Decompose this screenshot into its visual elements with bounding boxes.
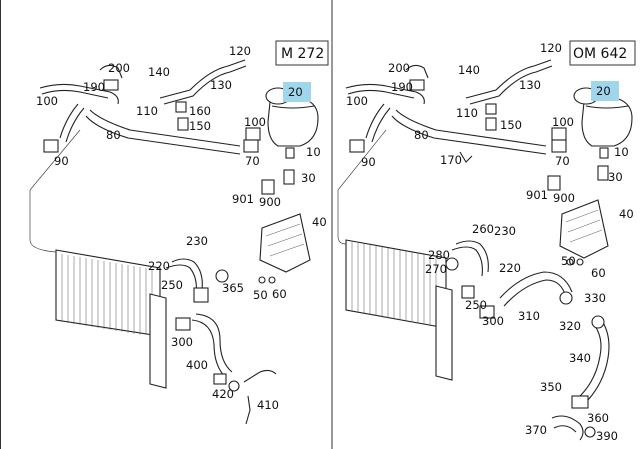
callout-390: 390 [596, 429, 618, 443]
callout-50: 50 [253, 288, 268, 302]
highlight-box [283, 82, 311, 102]
callout-70: 70 [555, 154, 570, 168]
callout-120: 120 [540, 41, 562, 55]
bracket-40 [259, 213, 311, 273]
callout-90: 90 [361, 155, 376, 169]
callout-40: 40 [312, 215, 327, 229]
hose-upper [345, 83, 425, 105]
callout-60: 60 [591, 266, 606, 280]
engine-title-box [275, 40, 329, 66]
callout-20: 20 [288, 85, 303, 99]
callout-labels: 200 120 140 190 100 130 110 160 150 100 … [36, 44, 327, 412]
callout-140: 140 [148, 65, 170, 79]
callout-300: 300 [482, 314, 504, 328]
sensor-900 [547, 175, 561, 191]
callout-270: 270 [425, 262, 447, 276]
radiator [345, 239, 453, 381]
callout-250: 250 [161, 278, 183, 292]
callout-100: 100 [244, 115, 266, 129]
callout-10: 10 [614, 145, 629, 159]
hose-220 [171, 258, 203, 291]
callout-330: 330 [584, 291, 606, 305]
callout-901: 901 [526, 188, 548, 202]
callout-400: 400 [186, 358, 208, 372]
callout-130: 130 [210, 78, 232, 92]
part-170 [459, 151, 473, 163]
panel-om642: OM 642 20 [337, 40, 636, 443]
engine-title: OM 642 [573, 46, 627, 62]
callout-170: 170 [440, 153, 462, 167]
callout-250: 250 [465, 298, 487, 312]
callout-200: 200 [108, 61, 130, 75]
callout-300: 300 [171, 335, 193, 349]
hose-130 [159, 59, 246, 99]
callout-30: 30 [301, 171, 316, 185]
engine-title: M 272 [281, 46, 324, 62]
callout-70: 70 [245, 154, 260, 168]
callout-150: 150 [189, 119, 211, 133]
callout-100: 100 [552, 115, 574, 129]
callout-410: 410 [257, 398, 279, 412]
callout-110: 110 [456, 106, 478, 120]
hose-90 [59, 103, 79, 139]
callout-260: 260 [472, 222, 494, 236]
callout-230: 230 [186, 234, 208, 248]
hose-upper [39, 83, 119, 105]
callout-90: 90 [54, 154, 69, 168]
hose-220 [455, 240, 489, 273]
hose-370 [551, 415, 584, 441]
callout-130: 130 [519, 78, 541, 92]
callout-230: 230 [494, 224, 516, 238]
panel-m272: M 272 20 [29, 40, 329, 425]
callout-140: 140 [458, 63, 480, 77]
callout-10: 10 [306, 145, 321, 159]
callout-320: 320 [559, 319, 581, 333]
callout-120: 120 [229, 44, 251, 58]
callout-40: 40 [619, 207, 634, 221]
callout-900: 900 [259, 195, 281, 209]
callout-110: 110 [136, 104, 158, 118]
callout-80: 80 [106, 128, 121, 142]
bracket-40 [559, 199, 609, 259]
callout-220: 220 [148, 259, 170, 273]
callout-20: 20 [596, 84, 611, 98]
callout-150: 150 [500, 118, 522, 132]
pipe-410 [243, 369, 277, 383]
callout-310: 310 [518, 309, 540, 323]
callout-220: 220 [499, 261, 521, 275]
radiator [55, 249, 167, 389]
callout-340: 340 [569, 351, 591, 365]
sensor-900 [261, 179, 275, 195]
callout-labels: 200 120 140 190 100 130 110 150 100 80 9… [346, 41, 634, 443]
callout-50: 50 [561, 254, 576, 268]
callout-190: 190 [391, 80, 413, 94]
clamp-200 [99, 64, 123, 79]
callout-420: 420 [212, 387, 234, 401]
callout-365: 365 [222, 281, 244, 295]
callout-160: 160 [189, 104, 211, 118]
callout-190: 190 [83, 80, 105, 94]
callout-60: 60 [272, 287, 287, 301]
highlight-box [591, 81, 619, 101]
callout-280: 280 [428, 248, 450, 262]
callout-900: 900 [553, 191, 575, 205]
callout-350: 350 [540, 380, 562, 394]
callout-360: 360 [587, 411, 609, 425]
hose-400 [191, 319, 227, 379]
pipe-80 [395, 109, 547, 147]
callout-30: 30 [608, 170, 623, 184]
callout-901: 901 [232, 192, 254, 206]
hose-310 [499, 271, 573, 299]
pipe-80 [89, 109, 241, 147]
callout-80: 80 [414, 128, 429, 142]
hose-130 [465, 59, 552, 99]
callout-100: 100 [36, 94, 58, 108]
callout-200: 200 [388, 61, 410, 75]
callout-370: 370 [525, 423, 547, 437]
hose-90 [365, 103, 385, 139]
pipe-340 [579, 321, 602, 397]
engine-title-box [569, 40, 636, 66]
callout-100: 100 [346, 94, 368, 108]
